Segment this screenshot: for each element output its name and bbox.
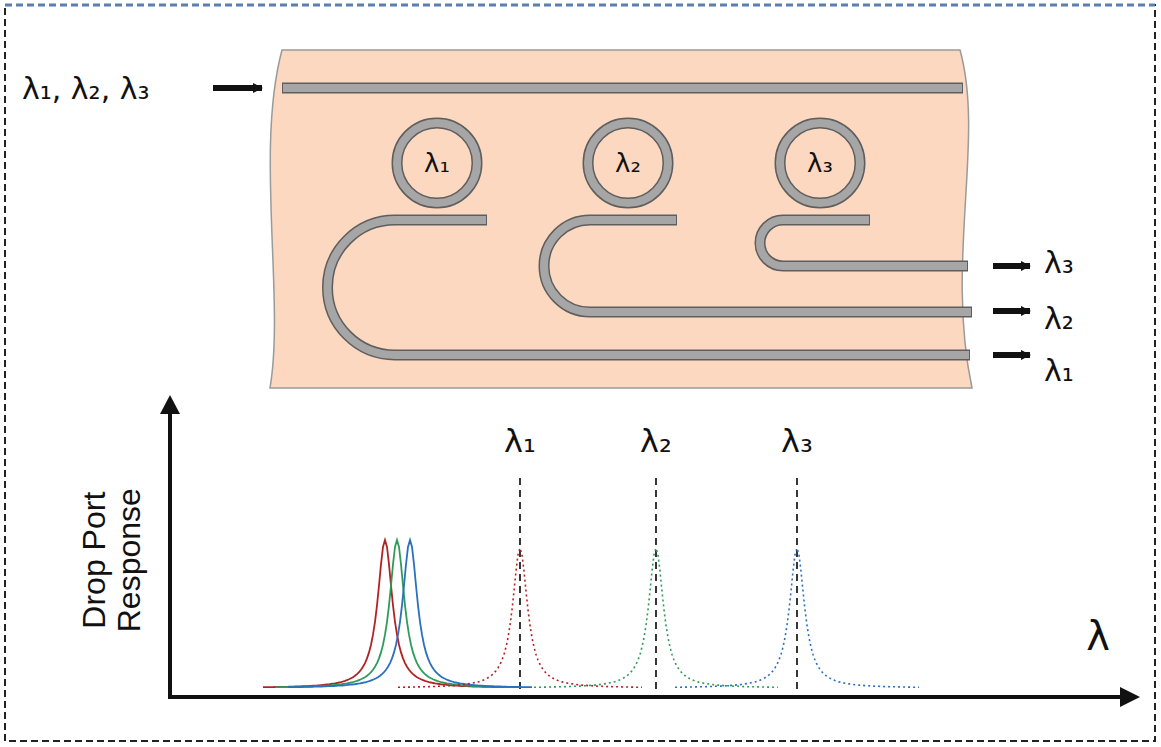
ring-wavelength: λ₃ (773, 116, 867, 210)
axis-label: λ (1086, 614, 1110, 658)
chart-axes (160, 395, 1140, 707)
frame-top (5, 4, 1155, 7)
wavelength-marker-label: λ₃ (781, 424, 813, 459)
resonance-curve (534, 548, 778, 687)
resonance-curve (675, 548, 919, 687)
frame (5, 5, 1155, 741)
waveguides (282, 88, 972, 355)
ring-resonator: λ₃ (773, 116, 867, 210)
ring-resonator: λ₂ (581, 116, 675, 210)
signal-arrows (213, 88, 1030, 355)
wavelength-marker-label: λ₂ (640, 424, 672, 459)
chip (270, 50, 972, 388)
output-wavelength: λ₁ (1044, 354, 1074, 387)
output-wavelength: λ₃ (1044, 246, 1074, 279)
ring-wavelength: λ₁ (390, 116, 484, 210)
resonance-curve (288, 540, 532, 687)
axis-label: Drop Port Response (77, 465, 147, 655)
resonance-curve (275, 540, 519, 687)
resonance-curve (263, 540, 507, 687)
resonance-curve (398, 548, 642, 687)
wavelength-markers (520, 478, 797, 694)
ring-wavelength: λ₂ (581, 116, 675, 210)
output-wavelength: λ₂ (1044, 302, 1074, 335)
resonance-curves (263, 540, 919, 687)
input-wavelengths: λ₁, λ₂, λ₃ (22, 72, 150, 105)
ring-resonator: λ₁ (390, 116, 484, 210)
wavelength-marker-label: λ₁ (504, 424, 536, 459)
